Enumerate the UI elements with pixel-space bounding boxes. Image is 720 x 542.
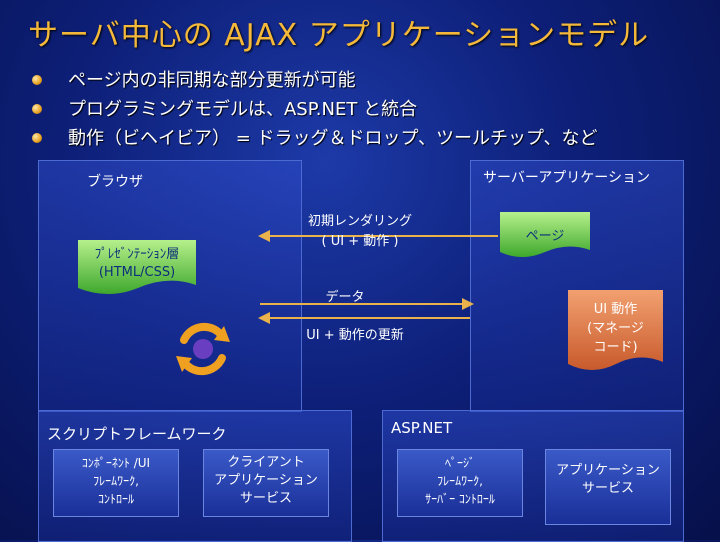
box-line: サービス xyxy=(581,481,634,496)
server-label: サーバーアプリケーション xyxy=(483,170,651,186)
ui-line2: (マネージ xyxy=(587,321,644,336)
browser-label: ブラウザ xyxy=(87,174,143,190)
data-label: データ xyxy=(325,290,365,305)
slide-title: サーバ中心の AJAX アプリケーションモデル xyxy=(28,18,650,53)
initial-render-label: 初期レンダリング ( UI + 動作 ) xyxy=(290,212,430,252)
box-line: ﾌﾚｰﾑﾜｰｸ, xyxy=(437,474,483,488)
app-services-box: アプリケーション サービス xyxy=(545,449,671,525)
client-app-services-box: クライアント アプリケーション サービス xyxy=(203,449,329,517)
ui-line3: コード) xyxy=(593,340,638,355)
bullet-dot-icon xyxy=(32,75,42,85)
presentation-line2: (HTML/CSS) xyxy=(98,265,176,280)
refresh-cycle-icon xyxy=(176,322,230,376)
component-framework-box: ｺﾝﾎﾟｰﾈﾝﾄ /UI ﾌﾚｰﾑﾜｰｸ, ｺﾝﾄﾛｰﾙ xyxy=(53,449,179,517)
bullet-list: ページ内の非同期な部分更新が可能 プログラミングモデルは、ASP.NET と統合… xyxy=(30,66,710,153)
box-line: ﾍﾟｰｼﾞ xyxy=(444,456,475,470)
aspnet-panel: ASP.NET ﾍﾟｰｼﾞ ﾌﾚｰﾑﾜｰｸ, ｻｰﾊﾞｰ ｺﾝﾄﾛｰﾙ アプリケ… xyxy=(382,410,684,542)
bullet-item: ページ内の非同期な部分更新が可能 xyxy=(30,66,710,95)
update-arrow xyxy=(258,312,470,324)
page-framework-box: ﾍﾟｰｼﾞ ﾌﾚｰﾑﾜｰｸ, ｻｰﾊﾞｰ ｺﾝﾄﾛｰﾙ xyxy=(397,449,523,517)
bullet-text: 動作（ビヘイビア） = ドラッグ＆ドロップ、ツールチップ、など xyxy=(68,128,598,149)
box-line: ｺﾝﾎﾟｰﾈﾝﾄ /UI xyxy=(81,456,151,470)
script-framework-label: スクリプトフレームワーク xyxy=(47,425,227,443)
initial-render-arrow xyxy=(258,230,498,242)
box-line: ｻｰﾊﾞｰ ｺﾝﾄﾛｰﾙ xyxy=(425,492,495,506)
presentation-line1: ﾌﾟﾚｾﾞﾝﾃｰｼｮﾝ層 xyxy=(94,247,180,262)
box-line: ﾌﾚｰﾑﾜｰｸ, xyxy=(93,474,139,488)
box-line: ｺﾝﾄﾛｰﾙ xyxy=(97,492,134,506)
page-label: ページ xyxy=(525,229,565,244)
bullet-text: プログラミングモデルは、ASP.NET と統合 xyxy=(68,99,418,120)
bullet-dot-icon xyxy=(32,133,42,143)
ui-behavior-label: UI 動作 (マネージ コード) xyxy=(568,300,663,357)
box-line: アプリケーション xyxy=(556,463,660,478)
update-label: UI + 動作の更新 xyxy=(306,328,404,343)
script-framework-panel: スクリプトフレームワーク ｺﾝﾎﾟｰﾈﾝﾄ /UI ﾌﾚｰﾑﾜｰｸ, ｺﾝﾄﾛｰ… xyxy=(38,410,352,542)
data-arrow xyxy=(260,298,474,310)
box-line: クライアント xyxy=(227,455,305,470)
presentation-document-icon xyxy=(78,240,196,294)
aspnet-label: ASP.NET xyxy=(391,419,453,437)
bullet-item: プログラミングモデルは、ASP.NET と統合 xyxy=(30,95,710,124)
bullet-text: ページ内の非同期な部分更新が可能 xyxy=(68,70,356,91)
server-panel: サーバーアプリケーション xyxy=(470,160,684,412)
initial-line1: 初期レンダリング xyxy=(307,214,412,229)
ui-behavior-document-icon xyxy=(568,290,663,370)
ui-line1: UI 動作 xyxy=(593,302,638,317)
browser-panel: ブラウザ xyxy=(38,160,302,412)
initial-line2: ( UI + 動作 ) xyxy=(321,234,399,249)
presentation-layer-label: ﾌﾟﾚｾﾞﾝﾃｰｼｮﾝ層 (HTML/CSS) xyxy=(78,246,196,282)
box-line: アプリケーション xyxy=(214,473,318,488)
box-line: サービス xyxy=(239,491,292,506)
page-document-icon xyxy=(500,212,590,257)
bullet-dot-icon xyxy=(32,104,42,114)
bullet-item: 動作（ビヘイビア） = ドラッグ＆ドロップ、ツールチップ、など xyxy=(30,124,710,153)
